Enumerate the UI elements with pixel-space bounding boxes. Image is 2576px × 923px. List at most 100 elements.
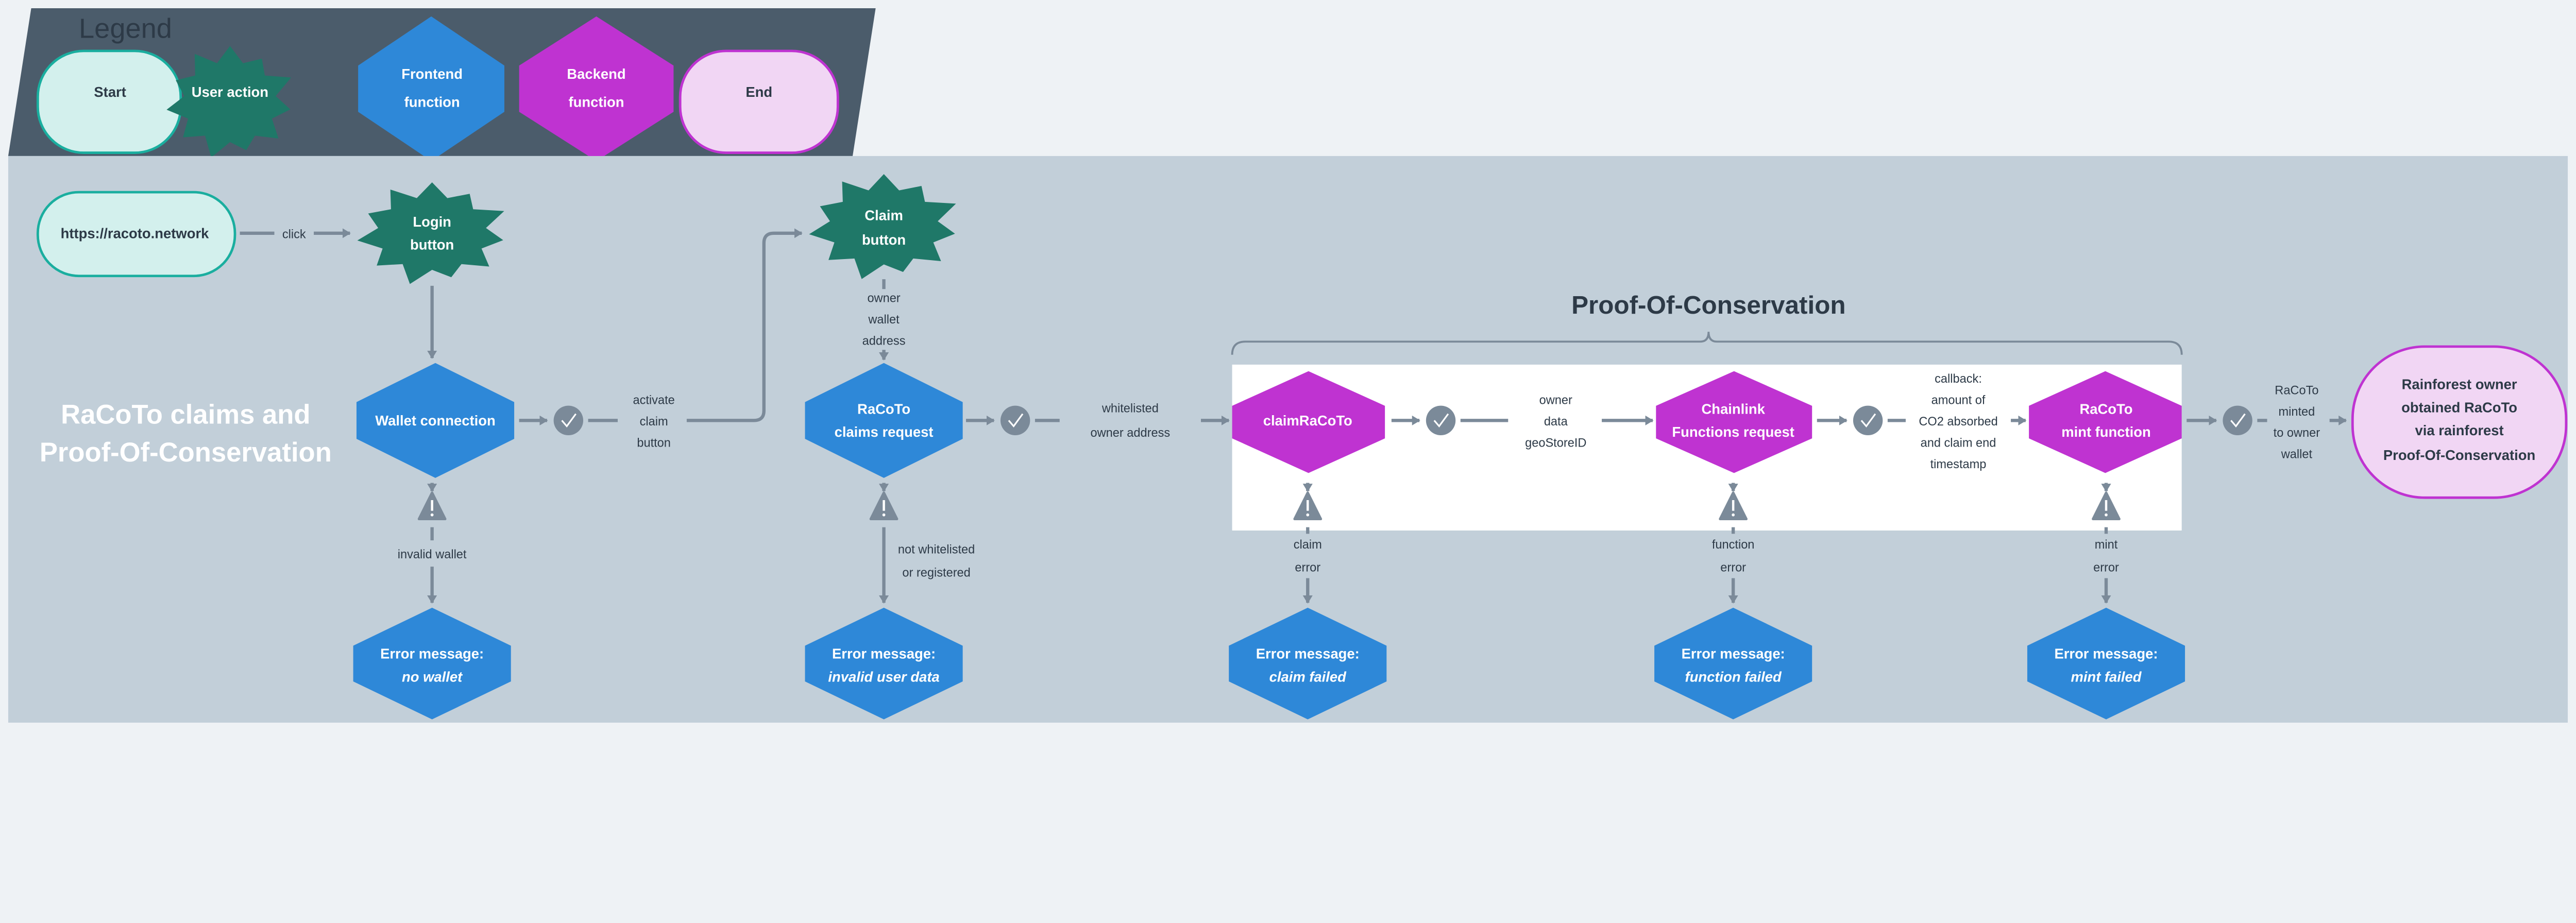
- error-message-detail: invalid user data: [828, 669, 939, 685]
- edge-label-callback-1: callback:: [1935, 372, 1982, 385]
- wallet-node-label: Wallet connection: [375, 413, 495, 429]
- claim-racoto-node: [1232, 371, 1385, 473]
- error-message-detail: mint failed: [2071, 669, 2142, 685]
- legend-frontend-label-2: function: [404, 94, 460, 110]
- legend-backend-label-2: function: [568, 94, 624, 110]
- claim-node-label-1: Claim: [865, 207, 903, 223]
- wallet-connection-node: [356, 363, 515, 478]
- error-message-title: Error message:: [2054, 646, 2158, 662]
- error-message-node: [2027, 607, 2185, 720]
- error-message-node: [1229, 607, 1387, 720]
- end-node-label-1: Rainforest owner: [2402, 377, 2517, 392]
- error-message-node: [1654, 607, 1812, 720]
- check-circle-icon: [1000, 405, 1030, 436]
- legend-user-action-shape: [166, 46, 292, 158]
- edge-label-activate-1: activate: [633, 393, 674, 406]
- edge-label-callback-2: amount of: [1931, 393, 1986, 406]
- edge-label-callback-5: timestamp: [1930, 457, 1987, 471]
- edge-label-activate-2: claim: [640, 415, 668, 428]
- start-node: [36, 191, 236, 278]
- error-condition-label: or registered: [902, 566, 970, 579]
- check-circle-icon: [1426, 405, 1456, 436]
- error-condition-label: invalid wallet: [398, 548, 467, 561]
- edge-label-owner-data-3: geoStoreID: [1525, 436, 1586, 449]
- edge-label-callback-3: CO2 absorbed: [1919, 415, 1997, 428]
- claim-racoto-label: claimRaCoTo: [1263, 413, 1352, 429]
- error-condition-label: error: [2093, 561, 2119, 574]
- error-condition-label: function: [1712, 538, 1755, 551]
- end-node: [2351, 345, 2568, 499]
- edge-label-owner-data-1: owner: [1539, 393, 1572, 406]
- error-condition-label: mint: [2095, 538, 2118, 551]
- group-title: Proof-Of-Conservation: [1571, 291, 1846, 319]
- mint-function-node: [2029, 371, 2182, 473]
- chainlink-label-2: Functions request: [1672, 424, 1794, 440]
- error-message-detail: no wallet: [402, 669, 463, 685]
- edge-label-click: click: [282, 227, 306, 241]
- edge-label-owner-wallet-3: address: [862, 334, 906, 348]
- error-message-detail: function failed: [1685, 669, 1783, 685]
- connector-arrow: [686, 228, 803, 422]
- claims-request-label-2: claims request: [835, 424, 934, 440]
- warning-triangle-icon: [2092, 491, 2121, 521]
- warning-triangle-icon: [1719, 491, 1748, 521]
- diagram-title-line-1: RaCoTo claims and: [61, 400, 310, 430]
- legend-frontend-label-1: Frontend: [401, 66, 463, 82]
- edge-label-callback-4: and claim end: [1921, 436, 1996, 449]
- legend: Legend Start User action Frontend functi…: [8, 8, 876, 161]
- error-message-detail: claim failed: [1269, 669, 1347, 685]
- legend-backend-shape: [519, 16, 674, 161]
- edge-label-minted-1: RaCoTo: [2275, 383, 2318, 397]
- login-node-label-1: Login: [413, 214, 451, 230]
- error-message-title: Error message:: [1256, 646, 1360, 662]
- edge-label-owner-wallet-1: owner: [867, 292, 900, 305]
- legend-end-label: End: [745, 84, 772, 100]
- warning-triangle-icon: [1293, 491, 1323, 521]
- error-message-title: Error message:: [1682, 646, 1785, 662]
- login-node-label-2: button: [410, 237, 454, 253]
- error-message-title: Error message:: [380, 646, 484, 662]
- legend-title: Legend: [79, 13, 172, 44]
- legend-end-shape: [679, 49, 839, 154]
- flowchart-canvas: Legend Start User action Frontend functi…: [8, 8, 2568, 723]
- end-node-label-4: Proof-Of-Conservation: [2383, 447, 2535, 463]
- edge-label-owner-wallet-2: wallet: [868, 313, 900, 326]
- edge-label-minted-4: wallet: [2281, 448, 2313, 461]
- check-circle-icon: [1853, 405, 1883, 436]
- legend-backend-label-1: Backend: [567, 66, 625, 82]
- group-bracket: [1231, 332, 2183, 355]
- claims-request-label-1: RaCoTo: [857, 401, 910, 417]
- start-node-label: https://racoto.network: [61, 225, 210, 241]
- login-button-node: [357, 182, 504, 284]
- edge-label-whitelisted-1: whitelisted: [1101, 401, 1159, 415]
- error-condition-label: error: [1295, 561, 1320, 574]
- check-circle-icon: [553, 405, 584, 436]
- mint-label-1: RaCoTo: [2079, 401, 2132, 417]
- claim-button-node: [809, 174, 956, 279]
- error-condition-label: error: [1720, 561, 1746, 574]
- warning-triangle-icon: [869, 491, 899, 521]
- mint-label-2: mint function: [2061, 424, 2151, 440]
- claims-request-node: [805, 363, 963, 478]
- edge-label-owner-data-2: data: [1544, 415, 1568, 428]
- legend-start-shape: [36, 49, 182, 154]
- error-message-node: [805, 607, 963, 720]
- warning-triangle-icon: [417, 491, 447, 521]
- check-circle-icon: [2223, 405, 2252, 436]
- edge-label-minted-3: to owner: [2274, 426, 2320, 439]
- error-condition-label: not whitelisted: [898, 543, 975, 556]
- claim-node-label-2: button: [862, 232, 906, 248]
- edge-label-activate-3: button: [637, 436, 671, 449]
- diagram-title-line-2: Proof-Of-Conservation: [40, 437, 332, 468]
- legend-user-action-label: User action: [192, 84, 268, 100]
- chainlink-functions-node: [1656, 371, 1812, 473]
- edge-label-minted-2: minted: [2279, 405, 2315, 418]
- error-condition-label: claim: [1294, 538, 1322, 551]
- edge-label-whitelisted-2: owner address: [1091, 426, 1171, 439]
